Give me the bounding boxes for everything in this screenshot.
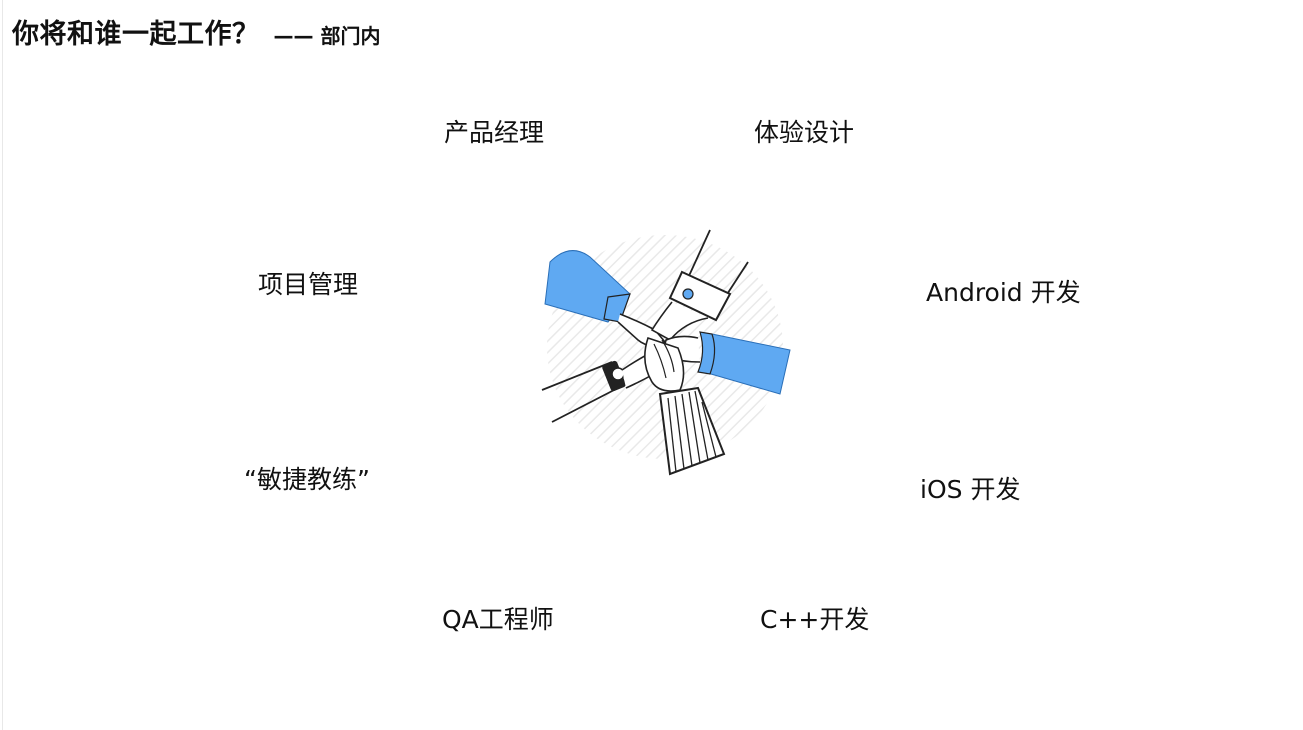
role-cpp-dev: C++开发 bbox=[760, 605, 870, 634]
role-ux-design: 体验设计 bbox=[754, 118, 855, 147]
role-product-manager: 产品经理 bbox=[444, 118, 545, 147]
role-agile-coach: “敏捷教练” bbox=[244, 465, 370, 494]
page-subtitle: —— 部门内 bbox=[273, 24, 381, 48]
page-title: 你将和谁一起工作？ bbox=[12, 19, 260, 50]
role-android-dev: Android 开发 bbox=[926, 278, 1081, 307]
role-project-management: 项目管理 bbox=[258, 270, 359, 299]
role-ios-dev: iOS 开发 bbox=[920, 475, 1021, 504]
team-hands-together-icon bbox=[541, 229, 791, 476]
slide-edge bbox=[2, 0, 3, 730]
role-qa-engineer: QA工程师 bbox=[442, 605, 554, 634]
slide-header: 你将和谁一起工作？ —— 部门内 bbox=[12, 12, 380, 51]
